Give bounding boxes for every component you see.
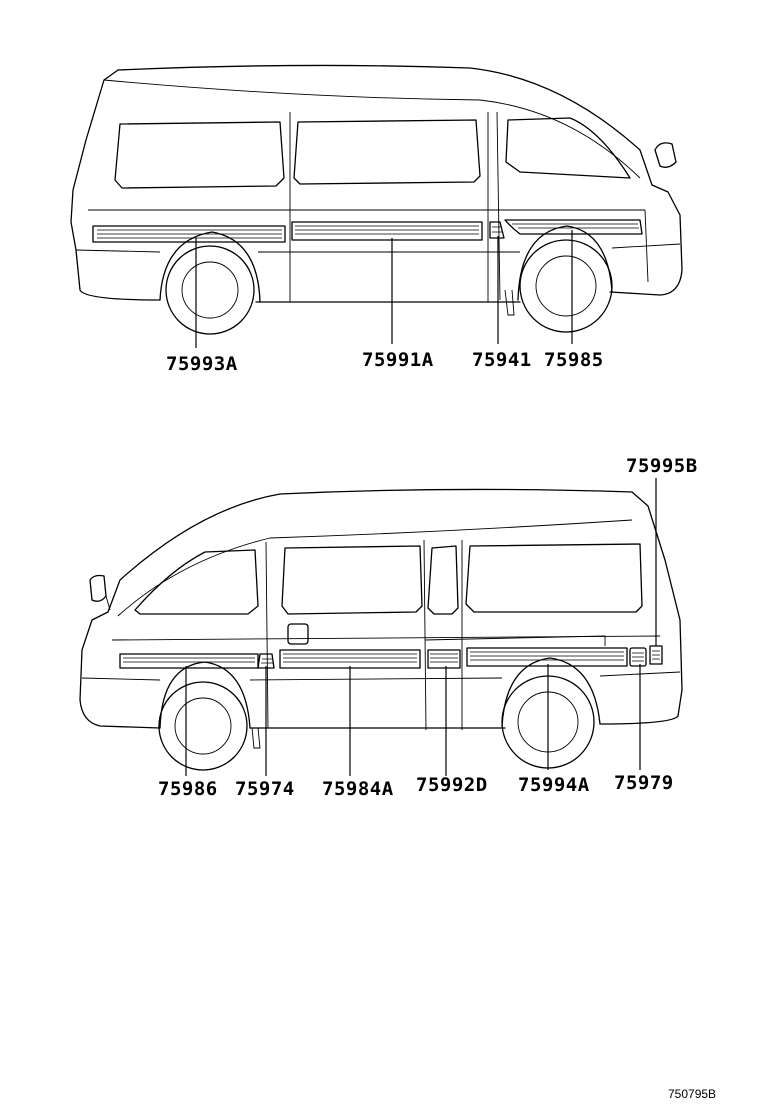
callout-75985: 75985 <box>544 349 604 371</box>
van-left-side-drawing <box>70 64 683 348</box>
stripe-75994A <box>466 647 628 667</box>
van-right-side-drawing <box>79 478 683 776</box>
callout-75941: 75941 <box>472 349 532 371</box>
stripe-75941 <box>489 221 505 239</box>
stripe-75995B <box>649 645 663 665</box>
callout-75993A: 75993A <box>166 353 238 375</box>
callout-75974: 75974 <box>235 778 295 800</box>
callout-75979: 75979 <box>614 772 674 794</box>
callout-75994A: 75994A <box>518 774 590 796</box>
callout-75995B: 75995B <box>626 455 698 477</box>
diagram-reference-number: 750795B <box>668 1087 716 1101</box>
stripe-75991A <box>291 221 483 241</box>
stripe-75993A <box>92 225 286 243</box>
stripe-75986 <box>119 653 259 669</box>
callout-75991A: 75991A <box>362 349 434 371</box>
stripe-75985 <box>504 219 643 235</box>
callout-75984A: 75984A <box>322 778 394 800</box>
callout-75986: 75986 <box>158 778 218 800</box>
stripe-75992D <box>427 649 461 669</box>
callout-75992D: 75992D <box>416 774 488 796</box>
stripe-75974 <box>257 653 275 669</box>
stripe-75979 <box>629 647 647 667</box>
stripe-75984A <box>279 649 421 669</box>
